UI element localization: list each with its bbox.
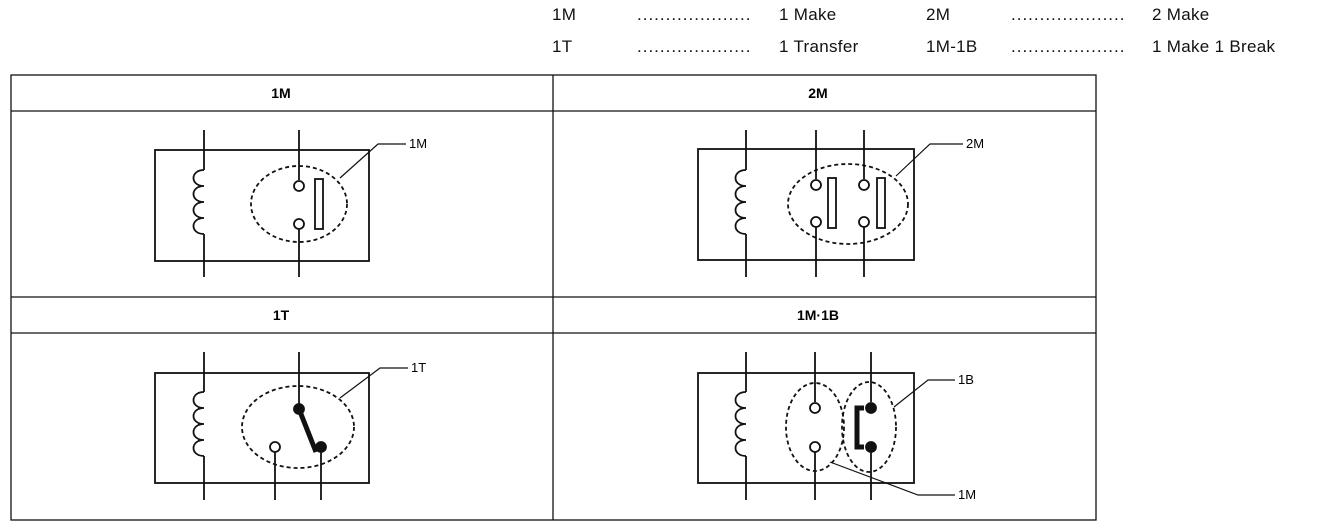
relay-1m1b <box>697 352 955 500</box>
legend-desc-1m1b: 1 Make 1 Break <box>1152 37 1276 56</box>
legend-code-2m: 2M <box>926 5 951 24</box>
contact-terminal <box>809 441 821 453</box>
coil-icon <box>734 391 747 457</box>
legend-desc-1t: 1 Transfer <box>779 37 859 56</box>
coil-icon <box>192 169 205 235</box>
cell-title-1m: 1M <box>271 85 290 101</box>
relay-1m <box>154 130 406 277</box>
relay-2m <box>697 130 963 277</box>
contact-terminal <box>293 180 305 192</box>
contact-type-legend: 1M .................... 1 Make 2M ......… <box>552 2 1322 62</box>
contact-terminal <box>858 216 870 228</box>
callout-label-1m-lower: 1M <box>958 487 976 502</box>
contact-armature <box>876 177 886 229</box>
contact-armature <box>827 177 837 229</box>
legend-dots-2m: .................... <box>1011 5 1126 24</box>
legend-dots-1m: .................... <box>637 5 752 24</box>
relay-body <box>697 148 915 261</box>
transfer-blade <box>296 408 319 453</box>
relay-body <box>154 372 370 484</box>
contact-group-outline <box>250 165 348 243</box>
legend-dots-1m1b: .................... <box>1011 37 1126 56</box>
callout-leader <box>339 143 406 179</box>
callout-leader <box>339 367 408 399</box>
relay-body <box>154 149 370 262</box>
contact-group-outline <box>241 385 355 469</box>
callout-leader-1m <box>829 461 955 496</box>
cell-title-2m: 2M <box>808 85 827 101</box>
break-contact-outline <box>841 381 897 473</box>
legend-dots-1t: .................... <box>637 37 752 56</box>
callout-leader-1b <box>893 379 955 408</box>
contact-terminal <box>858 179 870 191</box>
no-terminal <box>269 441 281 453</box>
contact-terminal <box>293 218 305 230</box>
relay-1t <box>154 352 408 500</box>
relay-body <box>697 372 915 484</box>
legend-desc-1m: 1 Make <box>779 5 837 24</box>
cell-title-1t: 1T <box>273 307 290 323</box>
legend-desc-2m: 2 Make <box>1152 5 1210 24</box>
callout-label-1b: 1B <box>958 372 974 387</box>
legend-code-1m: 1M <box>552 5 577 24</box>
contact-terminal <box>810 179 822 191</box>
contact-group-outline <box>787 163 909 245</box>
coil-icon <box>192 391 205 457</box>
break-terminal <box>865 402 877 414</box>
break-armature <box>854 405 864 450</box>
contact-terminal <box>810 216 822 228</box>
callout-label-1m: 1M <box>409 136 427 151</box>
callout-label-2m: 2M <box>966 136 984 151</box>
callout-label-1t: 1T <box>411 360 426 375</box>
cell-title-1m1b: 1M·1B <box>797 307 839 323</box>
nc-terminal <box>315 441 327 453</box>
table-grid <box>10 74 1097 521</box>
legend-code-1t: 1T <box>552 37 573 56</box>
coil-icon <box>734 169 747 235</box>
callout-leader <box>895 143 963 177</box>
contact-armature <box>314 178 324 230</box>
legend-code-1m1b: 1M-1B <box>926 37 978 56</box>
contact-terminal <box>809 402 821 414</box>
break-terminal <box>865 441 877 453</box>
